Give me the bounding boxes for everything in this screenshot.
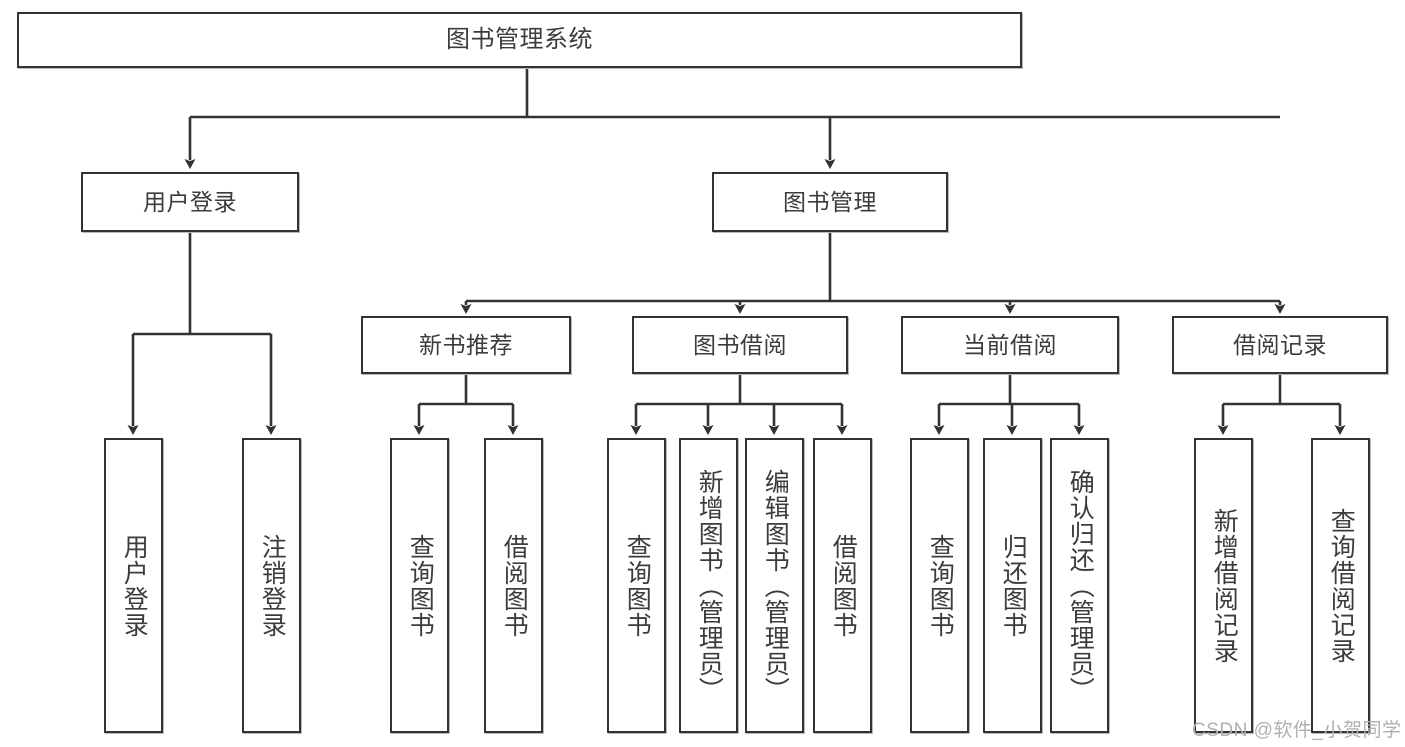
- node-label: 归还图书: [999, 533, 1028, 638]
- leaf-query-book-borrow[interactable]: 查询图书: [607, 438, 666, 733]
- node-label: 新增借阅记录: [1210, 507, 1239, 664]
- node-label: 编辑图书（管理员）: [761, 468, 790, 703]
- node-label: 查询图书: [926, 533, 955, 638]
- leaf-user-login[interactable]: 用户登录: [104, 438, 163, 733]
- leaf-add-book-admin[interactable]: 新增图书（管理员）: [679, 438, 738, 733]
- node-label: 用户登录: [120, 533, 149, 638]
- node-label: 查询图书: [406, 533, 435, 638]
- leaf-logout[interactable]: 注销登录: [242, 438, 301, 733]
- node-label: 新书推荐: [419, 331, 513, 358]
- node-label: 借阅记录: [1233, 331, 1327, 358]
- leaf-query-book-current[interactable]: 查询图书: [910, 438, 969, 733]
- node-label: 确认归还（管理员）: [1066, 468, 1095, 703]
- leaf-confirm-return-admin[interactable]: 确认归还（管理员）: [1050, 438, 1109, 733]
- watermark: CSDN @软件_小贺同学: [1192, 720, 1402, 741]
- node-label: 新增图书（管理员）: [695, 468, 724, 703]
- node-label: 查询借阅记录: [1327, 507, 1356, 664]
- leaf-borrow-book[interactable]: 借阅图书: [813, 438, 872, 733]
- leaf-query-book-recommend[interactable]: 查询图书: [390, 438, 449, 733]
- node-label: 图书管理系统: [446, 26, 593, 54]
- node-book-management[interactable]: 图书管理: [712, 172, 948, 232]
- leaf-add-borrow-record[interactable]: 新增借阅记录: [1194, 438, 1253, 733]
- node-user-login[interactable]: 用户登录: [81, 172, 299, 232]
- node-label: 当前借阅: [963, 331, 1057, 358]
- node-label: 查询图书: [623, 533, 652, 638]
- node-label: 注销登录: [258, 533, 287, 638]
- node-label: 图书管理: [783, 188, 877, 215]
- leaf-borrow-book-recommend[interactable]: 借阅图书: [484, 438, 543, 733]
- node-label: 图书借阅: [693, 331, 787, 358]
- node-label: 用户登录: [143, 188, 237, 215]
- leaf-return-book[interactable]: 归还图书: [983, 438, 1042, 733]
- node-book-borrow[interactable]: 图书借阅: [632, 316, 848, 374]
- leaf-edit-book-admin[interactable]: 编辑图书（管理员）: [745, 438, 804, 733]
- leaf-query-borrow-record[interactable]: 查询借阅记录: [1311, 438, 1370, 733]
- node-new-book-recommend[interactable]: 新书推荐: [361, 316, 571, 374]
- node-borrow-records[interactable]: 借阅记录: [1172, 316, 1388, 374]
- node-label: 借阅图书: [500, 533, 529, 638]
- node-root-system[interactable]: 图书管理系统: [17, 12, 1022, 68]
- node-current-borrow[interactable]: 当前借阅: [901, 316, 1119, 374]
- node-label: 借阅图书: [829, 533, 858, 638]
